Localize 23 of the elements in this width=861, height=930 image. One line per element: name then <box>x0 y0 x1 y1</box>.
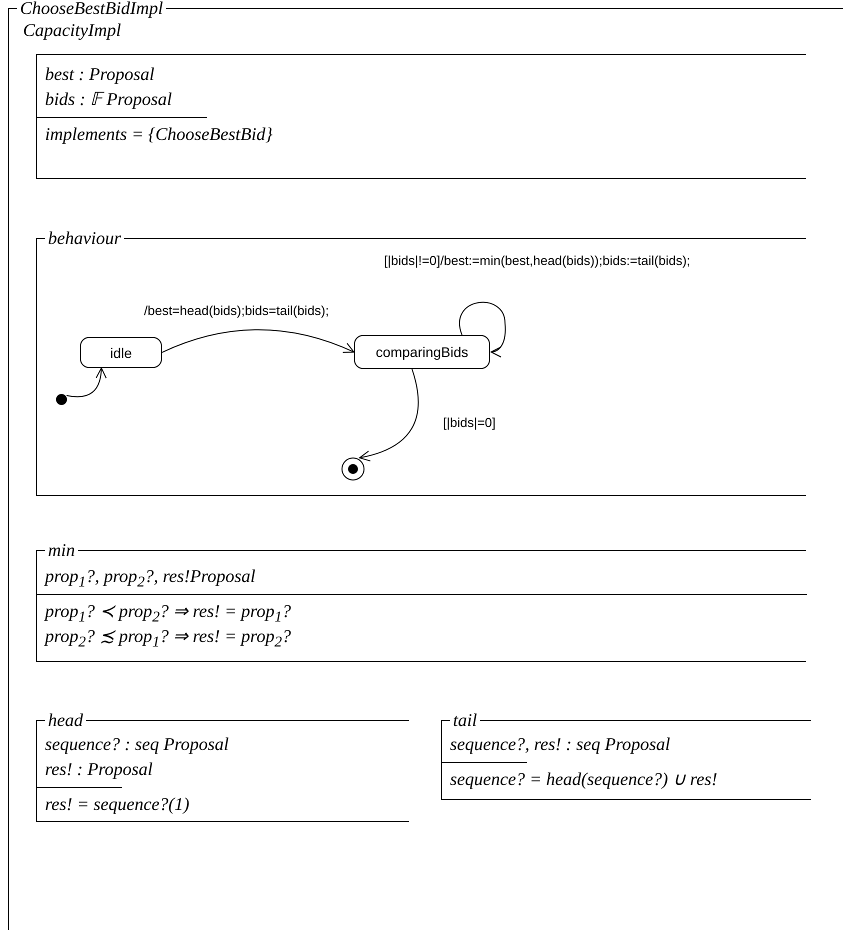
transition-label: /best=head(bids);bids=tail(bids); <box>142 303 331 318</box>
declaration: best : Proposal <box>45 63 154 85</box>
predicate: sequence? = head(sequence?) ∪ res! <box>450 768 718 790</box>
state-box: idle <box>80 337 162 368</box>
transition-label: [|bids|=0] <box>441 415 498 430</box>
state-schema <box>36 54 806 179</box>
transition-arrow <box>162 329 354 354</box>
predicate: implements = {ChooseBestBid} <box>45 123 273 145</box>
declaration: sequence? : seq Proposal <box>45 733 229 755</box>
state-box: comparingBids <box>354 335 490 369</box>
declaration: sequence?, res! : seq Proposal <box>450 733 670 755</box>
predicate: res! = sequence?(1) <box>45 793 190 815</box>
transition-label: [|bids|!=0]/best:=min(best,head(bids));bids:=tail(bids); <box>382 253 692 268</box>
transition-arrow <box>459 302 506 357</box>
declaration: prop$_{1}$?, prop$_{2}$?, res!Proposal <box>45 565 256 593</box>
transition-arrow <box>359 368 419 461</box>
schema-title: ChooseBestBidImpl <box>17 0 166 18</box>
declaration: res! : Proposal <box>45 758 153 780</box>
inherited-class-name: CapacityImpl <box>23 19 121 41</box>
predicate: prop$_{2}$? ≾ prop$_{1}$? ⇒ res! = prop$_{2}$? <box>45 625 291 653</box>
transition-arrow <box>66 368 106 398</box>
declaration: bids : 𝔽 Proposal <box>45 88 172 110</box>
predicate: prop$_{1}$? ≺ prop$_{2}$? ⇒ res! = prop$_{1}$? <box>45 600 291 628</box>
